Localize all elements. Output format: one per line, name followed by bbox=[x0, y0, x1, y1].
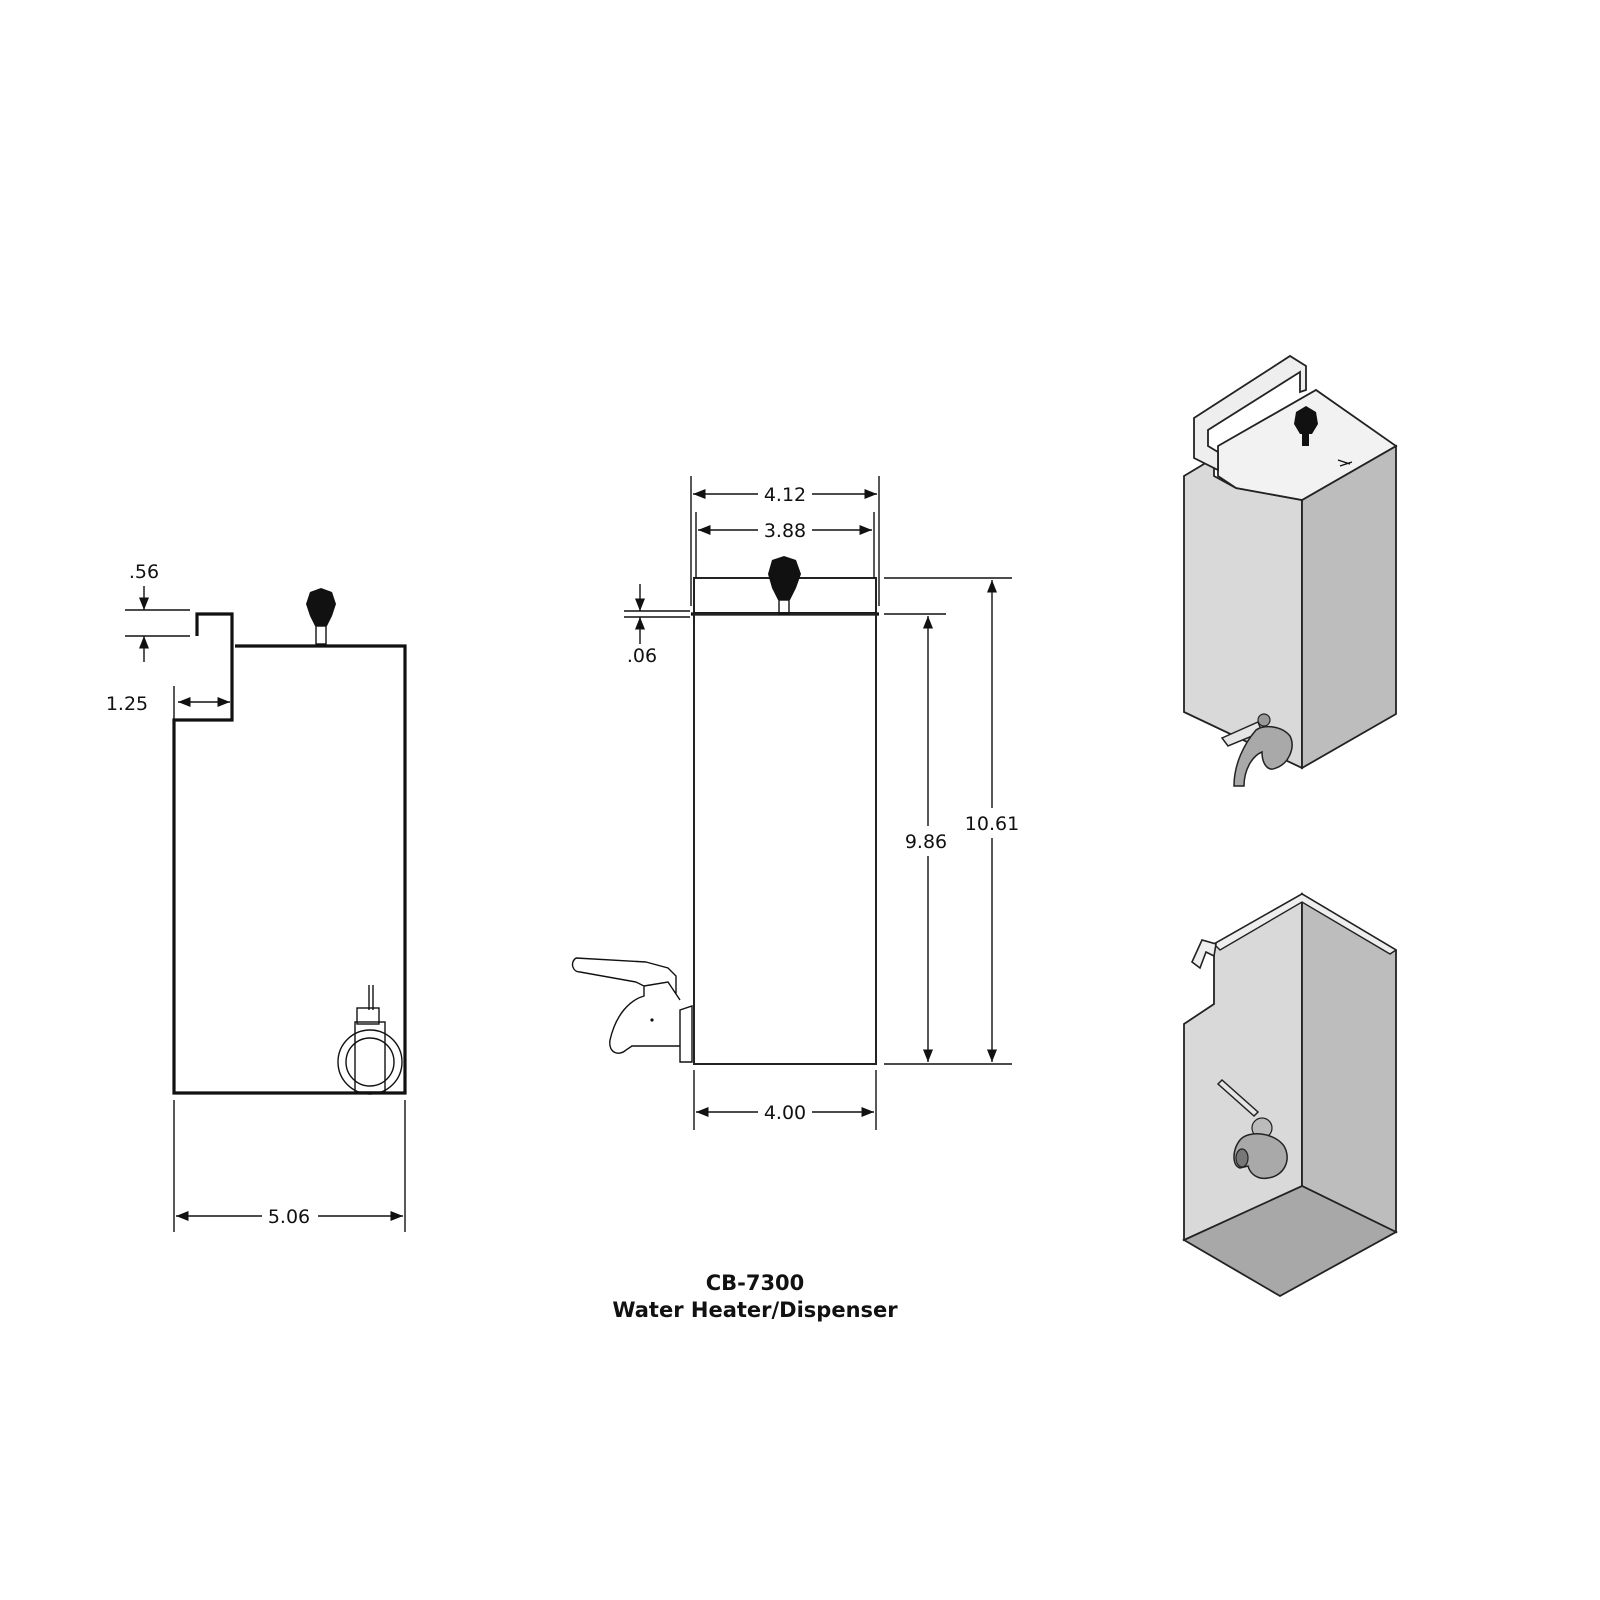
dim-lid-inner-width: 3.88 bbox=[695, 512, 875, 578]
side-view: .56 1.25 5.06 bbox=[106, 561, 407, 1232]
dim-lid-inner-width-label: 3.88 bbox=[764, 520, 806, 542]
iso-view-top bbox=[1183, 354, 1398, 787]
dim-body-height: 9.86 bbox=[884, 613, 1012, 1065]
iso-top-right-face bbox=[1301, 444, 1397, 770]
dim-body-width: 4.00 bbox=[693, 1070, 877, 1130]
iso-top-faucet-icon bbox=[1220, 713, 1293, 787]
front-view-knob-icon bbox=[768, 556, 801, 615]
dim-overall-height: 10.61 bbox=[884, 577, 1019, 1062]
dim-body-height-label: 9.86 bbox=[905, 831, 947, 853]
dim-overall-height-label: 10.61 bbox=[965, 813, 1019, 835]
dim-overall-depth: 5.06 bbox=[173, 1100, 406, 1232]
iso-top-knob-icon bbox=[1294, 406, 1318, 446]
dim-hook-depth: .56 bbox=[125, 561, 190, 662]
iso-top-left-face bbox=[1183, 456, 1303, 770]
model-number: CB-7300 bbox=[706, 1271, 805, 1295]
dim-hook-offset-label: 1.25 bbox=[106, 693, 148, 715]
iso-bottom-hook bbox=[1191, 939, 1217, 970]
iso-bottom-faucet-icon bbox=[1216, 1078, 1288, 1180]
title-block: CB-7300 Water Heater/Dispenser bbox=[612, 1271, 898, 1322]
dim-hook-depth-label: .56 bbox=[129, 561, 159, 583]
product-description: Water Heater/Dispenser bbox=[612, 1298, 898, 1322]
front-view: 4.12 3.88 .06 4.00 bbox=[571, 476, 1019, 1130]
side-view-faucet-icon bbox=[337, 985, 403, 1095]
front-view-faucet-icon bbox=[571, 957, 693, 1063]
side-view-knob-icon bbox=[306, 588, 336, 645]
iso-view-bottom bbox=[1182, 892, 1398, 1298]
dim-lid-width-label: 4.12 bbox=[764, 484, 806, 506]
dim-lid-lip-label: .06 bbox=[627, 645, 657, 667]
dim-hook-offset: 1.25 bbox=[106, 686, 230, 720]
side-view-body-outline bbox=[172, 612, 407, 1095]
iso-top-hook bbox=[1193, 354, 1307, 472]
front-view-body bbox=[693, 613, 877, 1065]
dim-lid-width: 4.12 bbox=[690, 476, 880, 606]
dim-body-width-label: 4.00 bbox=[764, 1102, 806, 1124]
dim-overall-depth-label: 5.06 bbox=[268, 1206, 310, 1228]
dim-lid-lip: .06 bbox=[624, 584, 690, 667]
iso-bottom-base bbox=[1182, 1185, 1398, 1298]
